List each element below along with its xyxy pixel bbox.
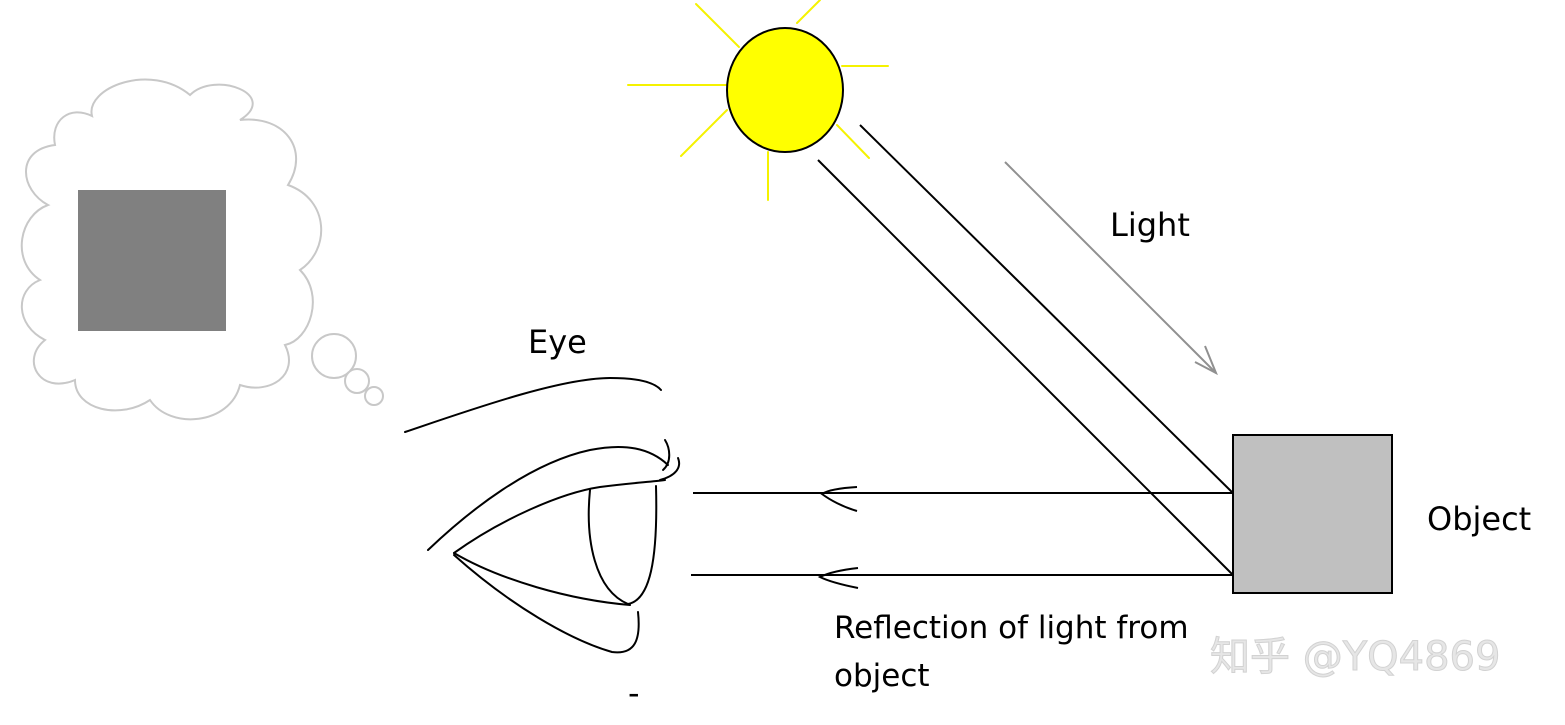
- sun-icon: [726, 27, 844, 153]
- light-direction-arrow: [1004, 161, 1218, 376]
- real-object: [1232, 434, 1393, 594]
- stray-mark: -: [628, 674, 640, 712]
- object-label: Object: [1427, 500, 1531, 538]
- eye-icon: [404, 376, 680, 654]
- light-label: Light: [1110, 206, 1190, 244]
- imagined-object: [78, 190, 226, 331]
- incident-light-rays: [817, 124, 1241, 575]
- eye-label: Eye: [528, 323, 587, 361]
- reflection-label-line1: Reflection of light from: [834, 610, 1189, 646]
- reflected-light-rays: [691, 486, 1233, 589]
- watermark: 知乎 @YQ4869: [1210, 634, 1500, 680]
- sun-rays: [627, 0, 889, 201]
- reflection-label-line2: object: [834, 658, 930, 694]
